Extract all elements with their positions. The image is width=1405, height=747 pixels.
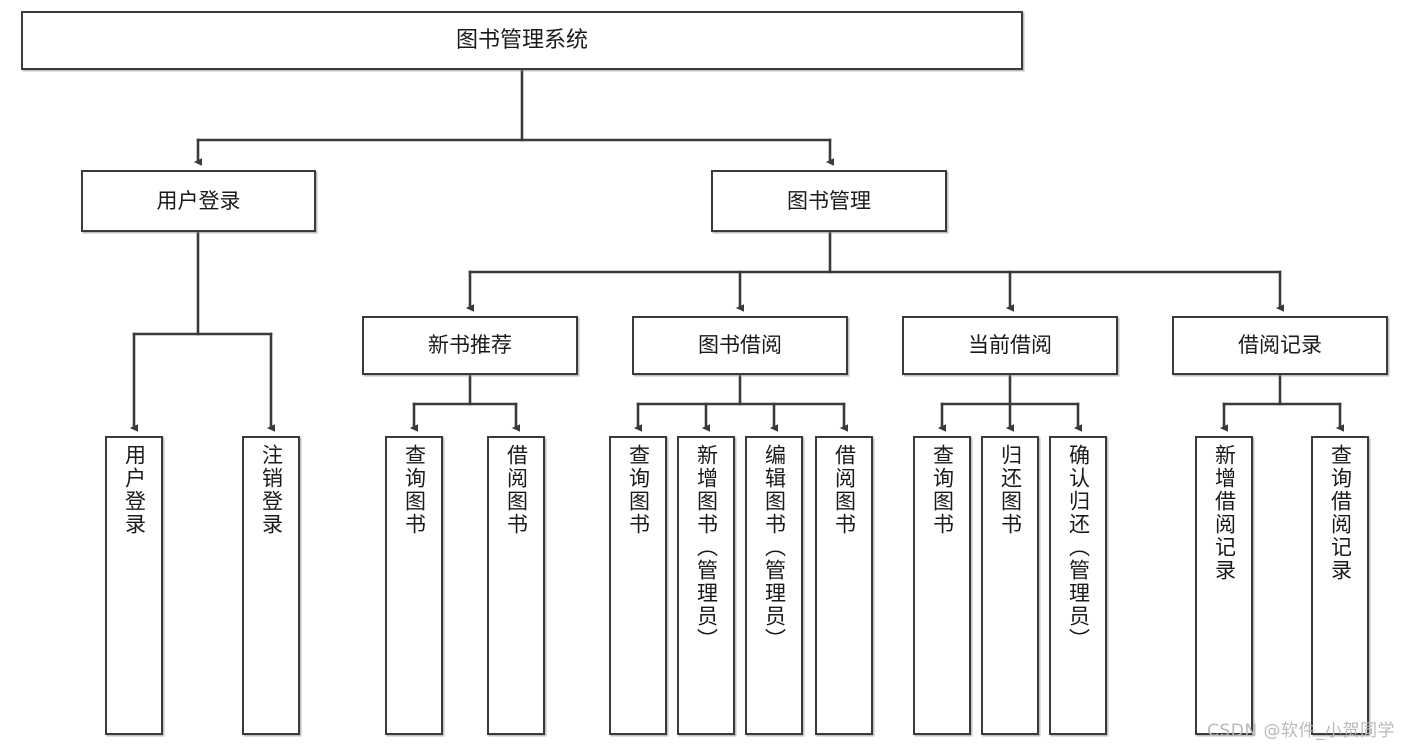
leaf-user-logout[interactable]: 注销登录 bbox=[242, 436, 300, 735]
node-label: 查询图书 bbox=[402, 444, 427, 536]
node-root-book-management-system[interactable]: 图书管理系统 bbox=[21, 11, 1023, 70]
node-borrow-record[interactable]: 借阅记录 bbox=[1172, 316, 1388, 375]
leaf-add-borrow-record[interactable]: 新增借阅记录 bbox=[1195, 436, 1253, 735]
leaf-query-borrow-record[interactable]: 查询借阅记录 bbox=[1311, 436, 1369, 735]
leaf-borrow-book-recommend[interactable]: 借阅图书 bbox=[487, 436, 545, 735]
leaf-borrow-book[interactable]: 借阅图书 bbox=[815, 436, 873, 735]
node-current-borrow[interactable]: 当前借阅 bbox=[902, 316, 1118, 375]
node-book-management[interactable]: 图书管理 bbox=[711, 170, 947, 232]
leaf-confirm-return[interactable]: 确认归还（管理员） bbox=[1049, 436, 1107, 735]
node-book-borrow[interactable]: 图书借阅 bbox=[632, 316, 848, 375]
node-label: 编辑图书（管理员） bbox=[762, 444, 787, 651]
node-label: 查询借阅记录 bbox=[1328, 444, 1353, 582]
watermark-text: CSDN @软件_小贺同学 bbox=[1207, 721, 1395, 741]
node-label: 查询图书 bbox=[930, 444, 955, 536]
node-label: 新书推荐 bbox=[428, 333, 512, 358]
node-label: 新增图书（管理员） bbox=[694, 444, 719, 651]
node-label: 用户登录 bbox=[156, 188, 241, 213]
leaf-query-book-recommend[interactable]: 查询图书 bbox=[385, 436, 443, 735]
leaf-query-book-current[interactable]: 查询图书 bbox=[913, 436, 971, 735]
node-label: 新增借阅记录 bbox=[1212, 444, 1237, 582]
node-label: 用户登录 bbox=[122, 444, 147, 536]
node-label: 归还图书 bbox=[998, 444, 1023, 536]
node-label: 图书借阅 bbox=[698, 333, 782, 358]
node-user-login[interactable]: 用户登录 bbox=[81, 170, 316, 232]
node-label: 借阅图书 bbox=[832, 444, 857, 536]
node-label: 图书管理系统 bbox=[455, 27, 588, 53]
node-label: 借阅图书 bbox=[504, 444, 529, 536]
leaf-return-book[interactable]: 归还图书 bbox=[981, 436, 1039, 735]
node-label: 确认归还（管理员） bbox=[1066, 444, 1091, 651]
node-label: 借阅记录 bbox=[1238, 333, 1322, 358]
leaf-user-login[interactable]: 用户登录 bbox=[105, 436, 163, 735]
node-label: 注销登录 bbox=[259, 444, 284, 536]
leaf-edit-book[interactable]: 编辑图书（管理员） bbox=[745, 436, 803, 735]
node-label: 图书管理 bbox=[787, 188, 871, 213]
leaf-add-book[interactable]: 新增图书（管理员） bbox=[677, 436, 735, 735]
node-label: 当前借阅 bbox=[968, 333, 1052, 358]
node-label: 查询图书 bbox=[626, 444, 651, 536]
node-new-book-recommend[interactable]: 新书推荐 bbox=[362, 316, 578, 375]
leaf-query-book-borrow[interactable]: 查询图书 bbox=[609, 436, 667, 735]
